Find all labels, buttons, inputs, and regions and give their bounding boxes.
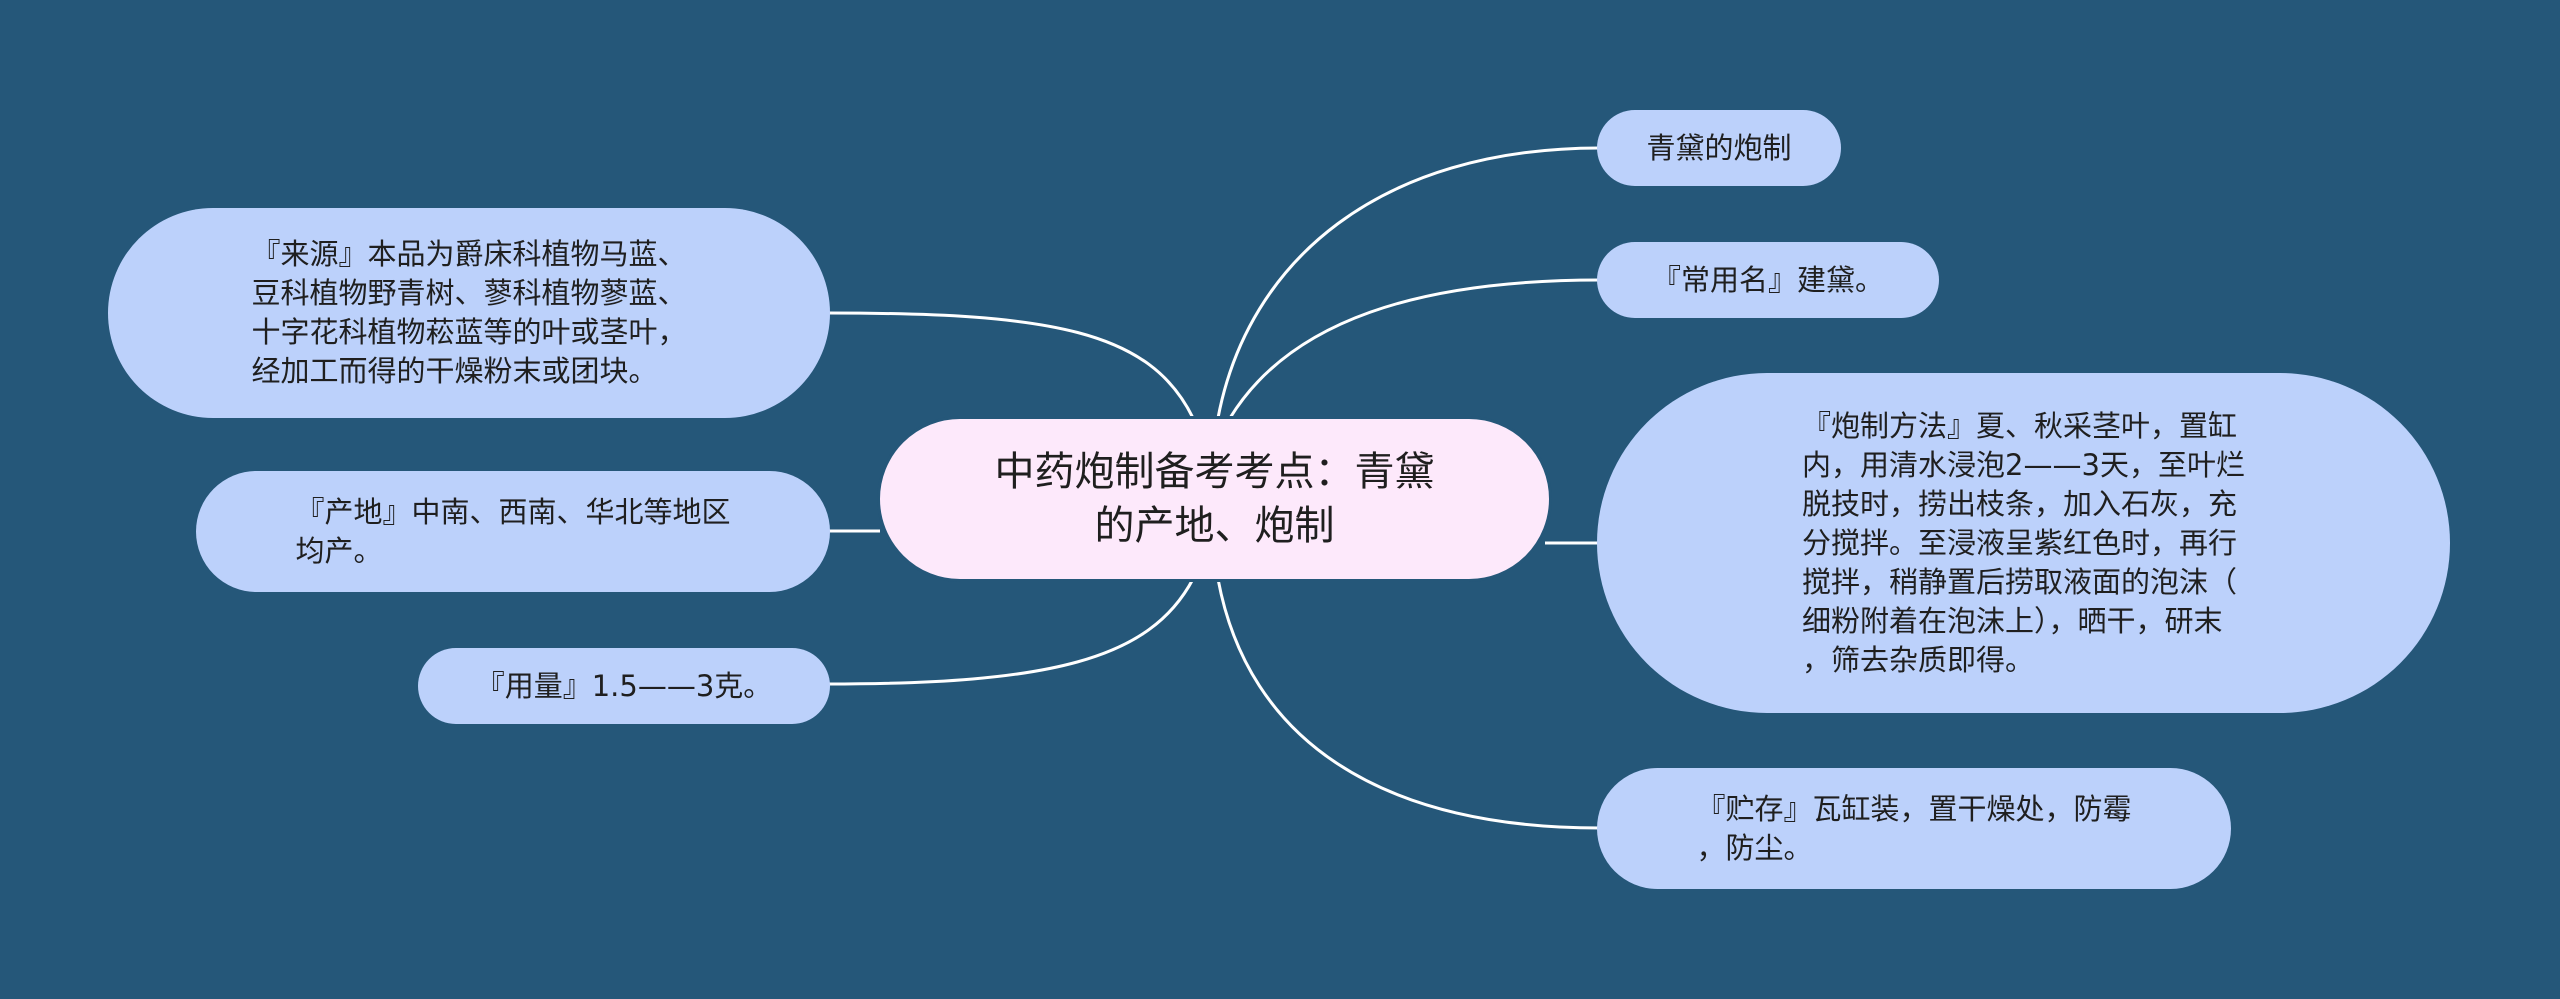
connector-common-name — [1228, 278, 1601, 419]
branch-processing-method[interactable]: 『炮制方法』夏、秋采茎叶，置缸 内，用清水浸泡2——3天，至叶烂 脱技时，捞出枝… — [1597, 373, 2450, 713]
branch-common-name[interactable]: 『常用名』建黛。 — [1597, 242, 1939, 318]
branch-origin-text: 『产地』中南、西南、华北等地区 均产。 — [295, 494, 731, 568]
connector-source — [827, 311, 1195, 419]
branch-dosage[interactable]: 『用量』1.5——3克。 — [418, 648, 830, 724]
branch-source[interactable]: 『来源』本品为爵床科植物马蓝、 豆科植物野青树、蓼科植物蓼蓝、 十字花科植物菘蓝… — [108, 208, 830, 418]
branch-dosage-text: 『用量』1.5——3克。 — [475, 668, 773, 703]
connector-processing-title — [1216, 146, 1601, 419]
branch-source-text: 『来源』本品为爵床科植物马蓝、 豆科植物野青树、蓼科植物蓼蓝、 十字花科植物菘蓝… — [251, 237, 687, 388]
branch-storage-text: 『贮存』瓦缸装，置干燥处，防霉 ，防尘。 — [1696, 791, 2132, 865]
branch-processing-method-text: 『炮制方法』夏、秋采茎叶，置缸 内，用清水浸泡2——3天，至叶烂 脱技时，捞出枝… — [1802, 408, 2245, 677]
branch-processing-title-text: 青黛的炮制 — [1646, 130, 1792, 165]
branch-common-name-text: 『常用名』建黛。 — [1651, 262, 1884, 297]
root-topic[interactable]: 中药炮制备考考点：青黛 的产地、炮制 — [877, 416, 1552, 582]
branch-origin[interactable]: 『产地』中南、西南、华北等地区 均产。 — [196, 471, 830, 592]
connector-dosage — [827, 578, 1195, 686]
branch-storage[interactable]: 『贮存』瓦缸装，置干燥处，防霉 ，防尘。 — [1597, 768, 2231, 889]
connector-storage — [1216, 578, 1601, 830]
root-topic-text: 中药炮制备考考点：青黛 的产地、炮制 — [994, 449, 1435, 549]
branch-processing-title[interactable]: 青黛的炮制 — [1597, 110, 1841, 186]
